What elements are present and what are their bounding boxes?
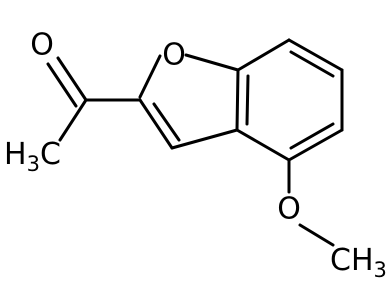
bond-carbonyl-methyl <box>58 98 88 142</box>
bond-c5-c4 <box>287 128 344 162</box>
bond-carbonyl-o-double <box>46 62 78 108</box>
bond-c3-c3a <box>170 128 239 150</box>
bond-c3a-c7a <box>235 68 240 132</box>
bond-lines <box>46 38 344 247</box>
bond-c3a-c7a-inner <box>245 74 250 126</box>
bond-o1-c7a <box>184 53 240 72</box>
bond-c7-c6-inner <box>289 50 335 78</box>
methoxy-methyl-ch: CH <box>330 243 374 278</box>
bond-c7a-c7 <box>236 38 291 72</box>
acetyl-methyl-subscript: 3 <box>27 152 40 176</box>
methoxy-oxygen-label: O <box>277 192 301 227</box>
methoxy-methyl-label: CH3 <box>330 243 386 282</box>
bond-methoxy-o-methyl <box>298 223 335 247</box>
carbonyl-oxygen-label: O <box>30 28 54 63</box>
methoxy-methyl-subscript: 3 <box>374 258 386 282</box>
acetyl-methyl-c: C <box>40 137 61 172</box>
acetyl-methyl-label: H3C <box>4 137 61 176</box>
bond-c2-c3 <box>138 98 174 150</box>
bond-c4-c3a <box>235 128 291 162</box>
bond-c7-c6 <box>287 38 344 72</box>
bond-carbonyl-o <box>56 56 88 102</box>
ring-oxygen-label: O <box>162 38 186 73</box>
atom-labels: O O O H3C CH3 <box>4 28 386 283</box>
acetyl-methyl-h: H <box>4 137 27 172</box>
bond-c2-c3-inner <box>152 102 181 142</box>
bond-o1-c2 <box>138 54 162 99</box>
bond-c5-c4-inner <box>289 122 335 150</box>
